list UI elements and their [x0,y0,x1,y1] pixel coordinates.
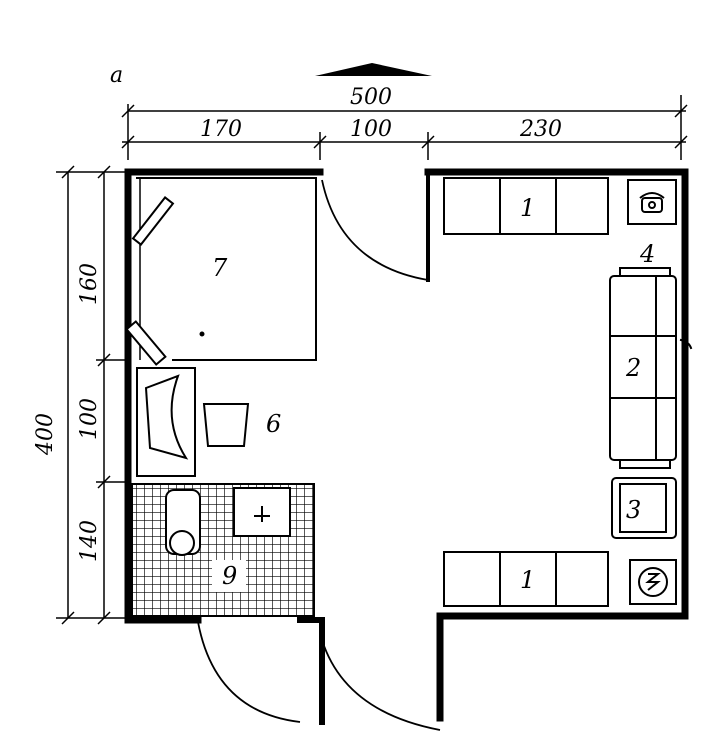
label-armchair: 3 [626,496,641,524]
dim-segment-mid: 100 [350,117,392,142]
figure-label: a [110,63,123,88]
dim-segment-middle: 100 [77,398,102,440]
label-desk-chair: 6 [266,410,281,438]
label-sofa-right: 2 [625,354,641,382]
label-bed: 7 [212,254,228,282]
desk-chair [202,403,250,447]
appliance-icon [629,559,677,605]
dim-segment-top: 160 [77,263,102,305]
doors [197,179,441,731]
label-sofa-bottom: 1 [520,566,535,594]
dim-segment-left: 170 [200,117,242,142]
sofa-right [609,267,677,469]
label-bathroom: 9 [222,562,237,590]
orientation-arrow [315,63,432,76]
dim-overall-height: 400 [33,413,58,456]
left-dimension-lines [56,165,128,625]
desk [136,367,196,477]
bed [125,177,317,366]
sofa-bottom [443,551,609,607]
armchair [611,477,677,539]
dim-segment-right: 230 [519,117,562,142]
label-sofa-top: 1 [520,194,535,222]
top-dimension-lines [121,95,688,160]
label-phone-table: 4 [639,240,655,268]
dim-segment-bottom: 140 [77,520,102,562]
sofa-top [443,177,609,235]
bathroom-label-box [212,560,246,592]
phone-table [627,179,677,225]
bathtub [165,489,201,556]
sink [233,487,291,537]
room-walls [124,168,693,725]
dim-overall-width: 500 [350,85,392,110]
